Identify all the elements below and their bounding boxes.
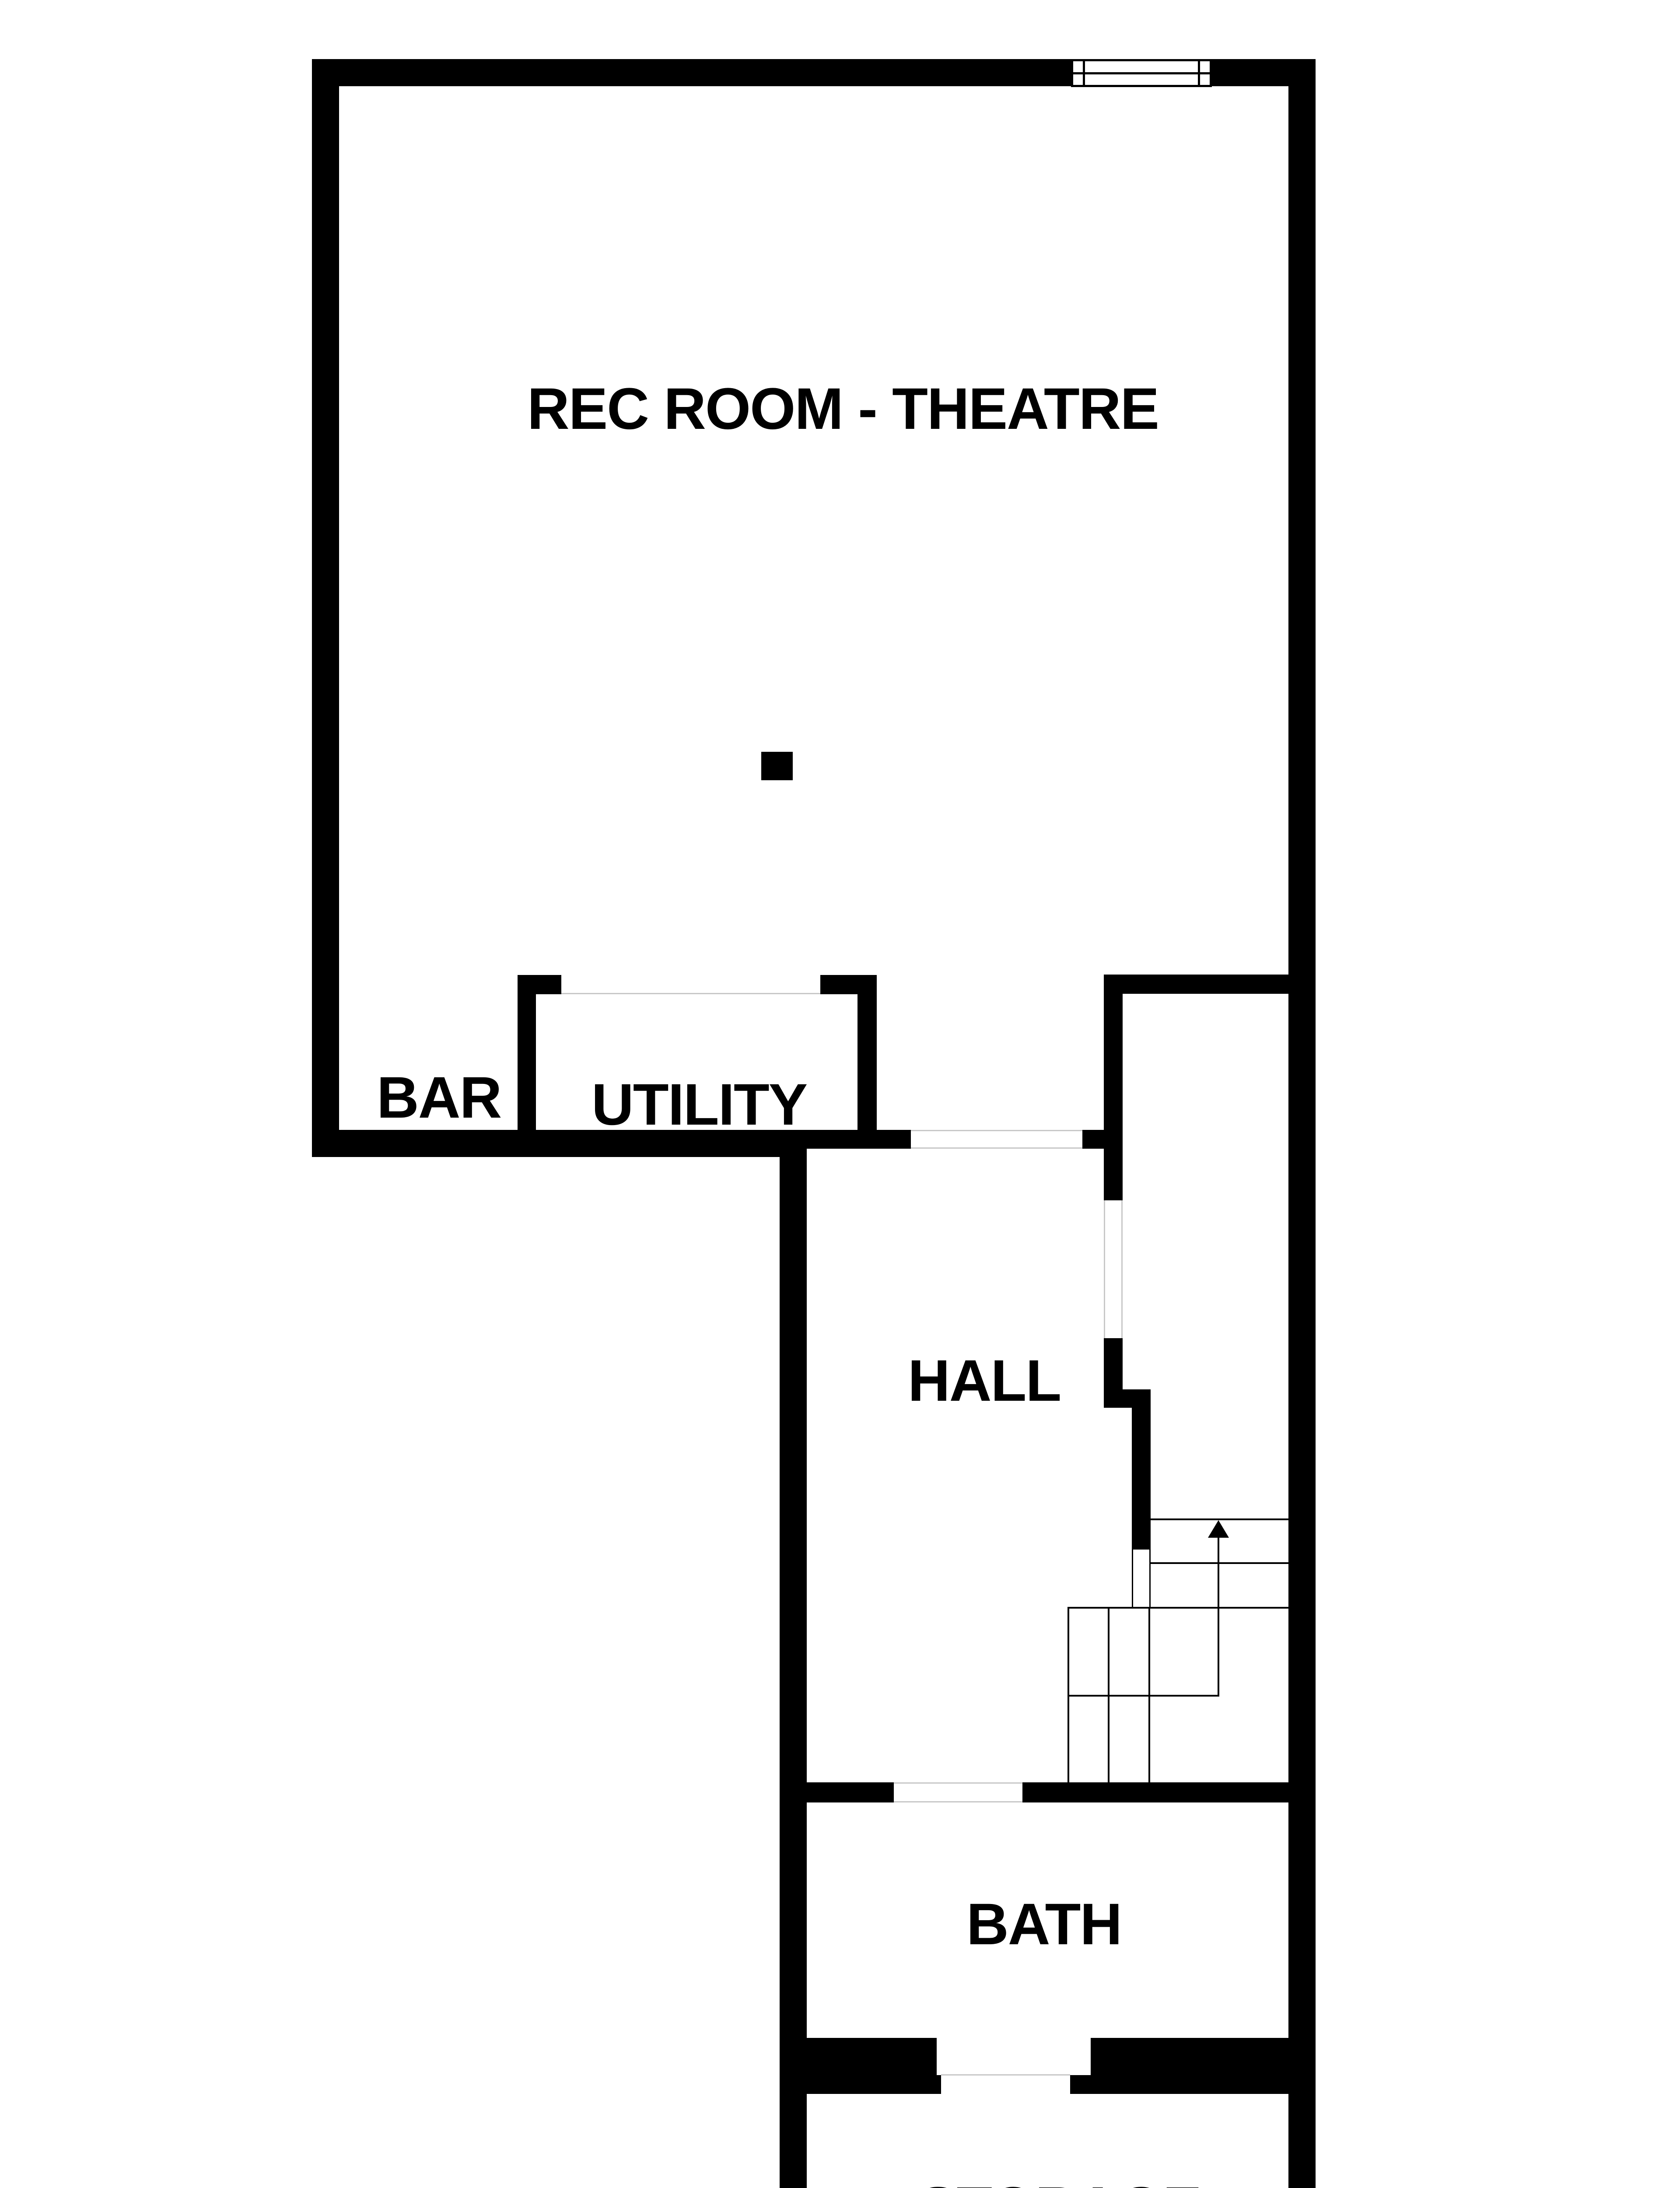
stair-line [1108,1607,1110,1784]
wall-hall-left [780,1130,807,2188]
room-label-bar: BAR [377,1065,502,1130]
utility-door-opening[interactable] [561,975,820,994]
wall-bath-storage-left-upper [807,2038,937,2076]
wall-partition-upper [1104,975,1123,1200]
stair-line [1068,1607,1288,1609]
window-pane-line [1073,72,1210,74]
wall-bath-storage-right-lower [1070,2075,1288,2094]
hall-door-top[interactable] [911,1130,1082,1149]
wall-bath-storage-right-upper [1091,2038,1288,2076]
window [1071,59,1212,87]
stair-line [1068,1695,1219,1697]
wall-right-exterior [1288,59,1316,2188]
column [761,752,793,780]
stair-rail-gap [1132,1550,1151,1607]
wall-rec-bottom [312,1130,807,1157]
wall-utility-right [858,975,877,1141]
wall-rec-left [312,59,339,1157]
room-label-hall: HALL [908,1348,1061,1413]
room-label-utility: UTILITY [592,1072,808,1137]
wall-utility-left [518,975,536,1141]
hall-side-door[interactable] [1104,1200,1123,1338]
wall-hall-bath-right [1022,1782,1288,1802]
wall-utility-hall-bottom [807,1130,911,1149]
stair-line [1068,1607,1069,1784]
stair-line [1151,1518,1288,1520]
wall-partition-lower [1132,1389,1151,1550]
stair-arrow-line [1218,1532,1219,1697]
room-label-rec-room: REC ROOM - THEATRE [527,376,1159,442]
stair-line [1151,1562,1288,1564]
stair-line [1148,1607,1150,1784]
room-label-bath: BATH [966,1892,1122,1957]
room-label-storage: STORAGE [918,2179,1202,2188]
wall-bath-storage-left-lower [807,2075,941,2094]
storage-door-line[interactable] [941,2074,1070,2076]
wall-hall-bath-left [807,1782,894,1802]
wall-partition-top [1104,975,1288,994]
wall-utility-jamb-left [518,975,561,994]
arrow-up-icon [1208,1520,1229,1538]
bath-door[interactable] [894,1782,1022,1802]
